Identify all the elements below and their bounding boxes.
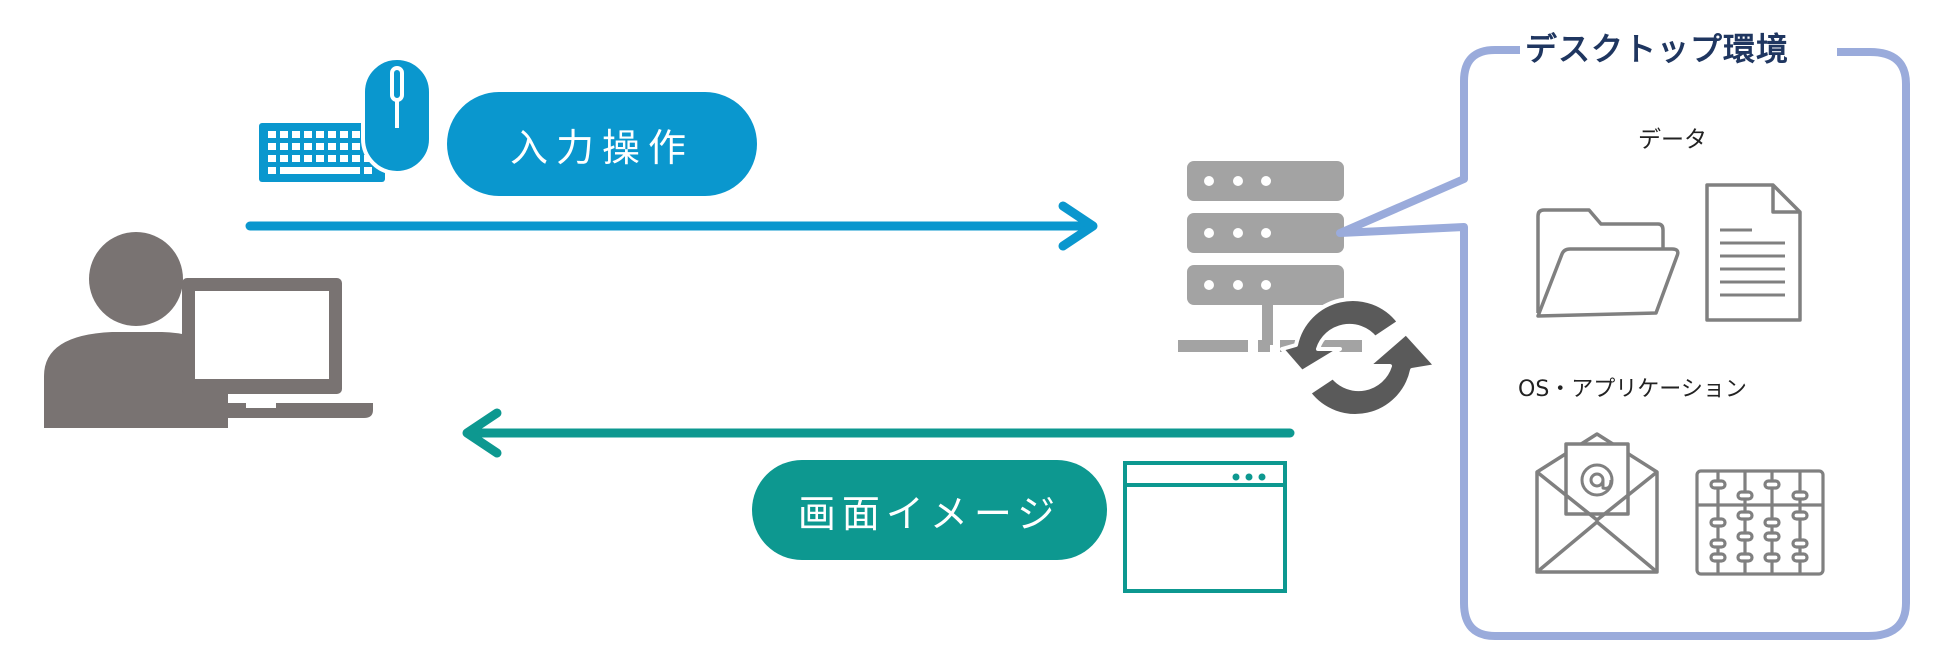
laptop-base xyxy=(222,403,373,418)
user-laptop-icon xyxy=(44,232,373,428)
os-apps-label: OS・アプリケーション xyxy=(1518,377,1747,402)
folder-icon xyxy=(1536,208,1680,318)
data-label: データ xyxy=(1638,127,1707,153)
abacus-icon xyxy=(1695,469,1825,576)
input-arrow xyxy=(245,201,1098,251)
desktop-environment-title: デスクトップ環境 xyxy=(1525,30,1790,68)
sync-icon xyxy=(1280,297,1438,418)
server-icon xyxy=(1178,161,1362,352)
email-icon xyxy=(1535,432,1659,574)
input-operation-pill: 入力操作 xyxy=(447,92,757,196)
user-head xyxy=(89,232,183,326)
screen-image-pill: 画面イメージ xyxy=(752,460,1107,560)
mouse-icon xyxy=(361,56,433,175)
screen-image-arrow xyxy=(462,408,1295,458)
document-icon xyxy=(1705,183,1802,322)
screen-image-label: 画面イメージ xyxy=(797,491,1062,536)
input-operation-label: 入力操作 xyxy=(509,125,694,170)
desktop-environment-frame xyxy=(1336,46,1910,640)
browser-window-icon xyxy=(1123,461,1287,593)
